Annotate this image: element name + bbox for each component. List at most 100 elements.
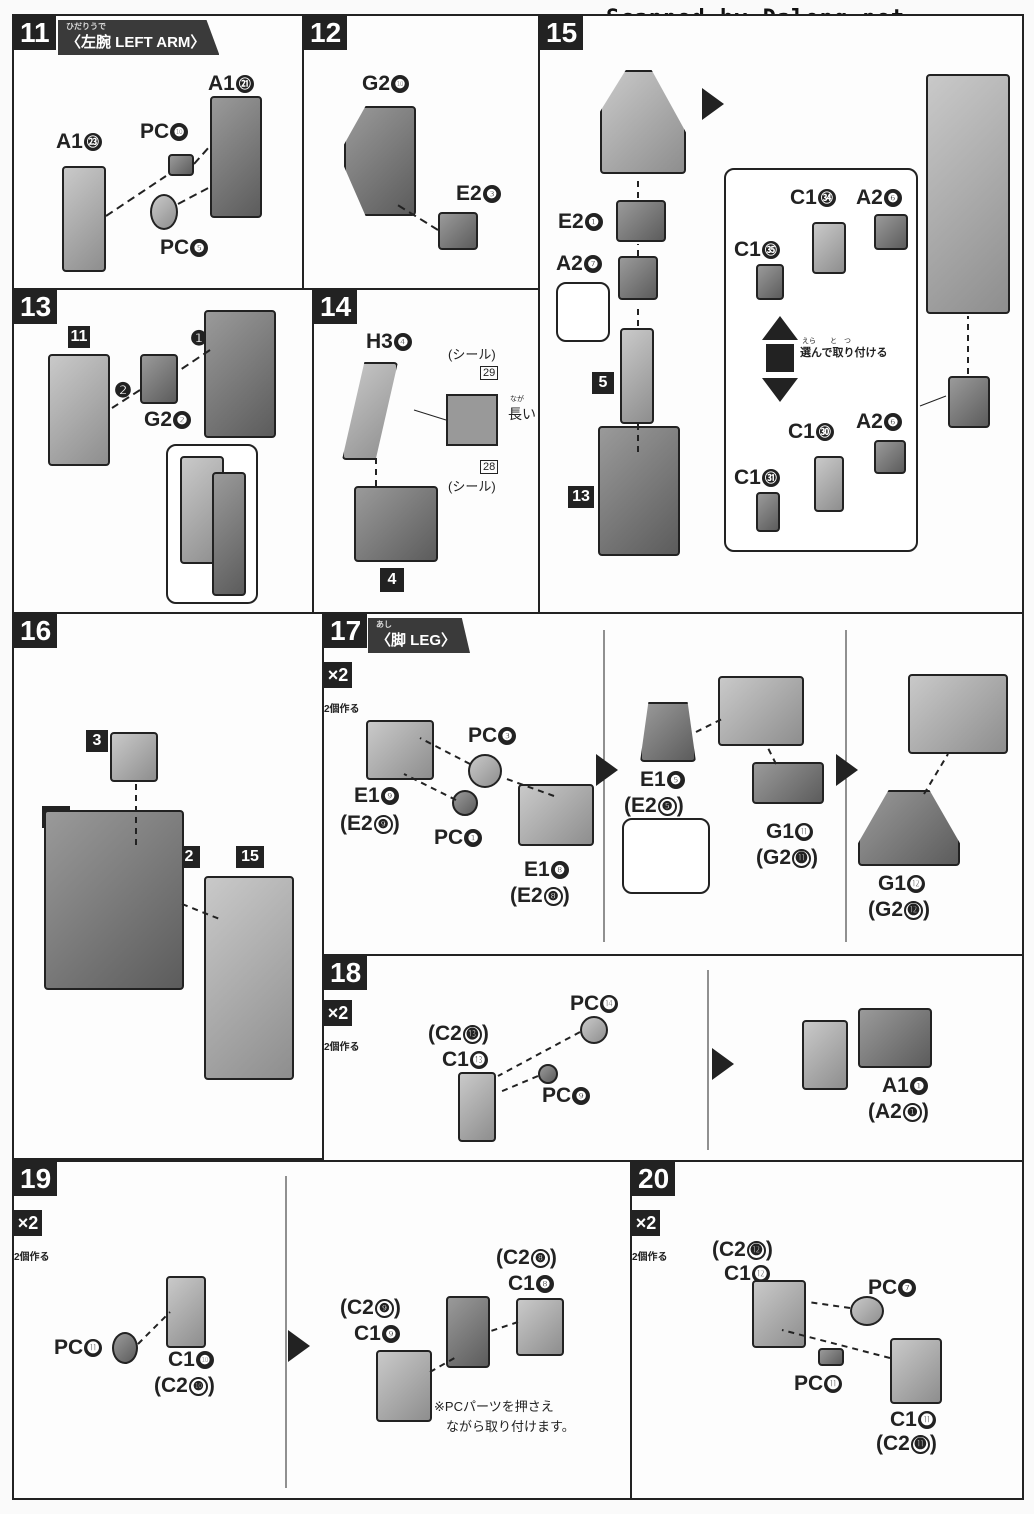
seal-label-bottom: (シール) (448, 479, 496, 494)
part-g2-2 (140, 354, 178, 404)
part-code: (G2 (868, 898, 904, 921)
part-code: G1 (878, 872, 907, 895)
shoulder-part (600, 70, 686, 174)
part-number: ❸ (482, 185, 501, 204)
part-number: ❽ (543, 886, 563, 906)
next-step-arrow (596, 754, 618, 786)
step-title-ruby: ひだりうで (66, 22, 106, 31)
paren-close: ) (562, 884, 570, 907)
paren-close: ) (811, 846, 819, 869)
ref-step-13: 13 (568, 486, 594, 508)
step-title-ruby: あし (376, 620, 392, 629)
part-code: C1 (354, 1322, 381, 1345)
part-code: E1 (524, 858, 550, 881)
polycap-note-line-2: ながら取り付けます。 (446, 1419, 575, 1434)
paren-close: ) (481, 1022, 489, 1045)
part-number: ❿ (188, 1376, 208, 1396)
part-number: ❻ (883, 413, 902, 432)
part-code: A2 (856, 186, 883, 209)
step-16-panel: 16 3 10 2 15 (12, 612, 324, 1160)
part-number: ⓬ (907, 875, 926, 894)
next-step-arrow-2 (836, 754, 858, 786)
arm-part-a1-21 (210, 96, 262, 218)
part-number: ❶ (909, 1077, 928, 1096)
part-code: C1 (168, 1348, 195, 1371)
paren-close: ) (929, 1432, 937, 1455)
part-e2-3 (438, 212, 478, 250)
part-number: ⓫ (917, 1411, 936, 1430)
part-code: PC (160, 236, 190, 259)
step-number: 13 (14, 290, 58, 324)
wrist-part-bottom (814, 456, 844, 512)
choice-icon (766, 344, 794, 372)
part-number: ❾ (381, 1325, 400, 1344)
part-c1-11 (890, 1338, 942, 1404)
make-two-note: 2個作る (632, 1252, 668, 1263)
part-code: A2 (556, 252, 583, 275)
part-code: (A2 (868, 1100, 902, 1123)
part-number: ❺ (190, 239, 209, 258)
polycap-pc-11 (112, 1332, 138, 1364)
part-code: C1 (734, 238, 761, 261)
part-c1-10 (166, 1276, 206, 1348)
polycap-note-line-1: ※PCパーツを押さえ (434, 1399, 554, 1414)
part-code: (C2 (340, 1296, 374, 1319)
part-code: PC (542, 1084, 572, 1107)
part-code: C1 (734, 466, 761, 489)
part-code: G1 (766, 820, 795, 843)
part-number: ⓫ (84, 1339, 103, 1358)
polycap-pc-5 (150, 194, 178, 230)
part-number: ❿ (391, 75, 410, 94)
part-code: PC (468, 724, 498, 747)
seal-label-top: (シール) (448, 347, 496, 362)
polycap-pc-10 (168, 154, 194, 176)
part-code: PC (140, 120, 170, 143)
make-two-note: 2個作る (324, 1042, 360, 1053)
choose-ruby: えら と つ (802, 338, 851, 345)
paren-close: ) (207, 1374, 215, 1397)
arm-assembly (48, 354, 110, 466)
part-a1-1 (858, 1008, 932, 1068)
part-a2-7 (618, 256, 658, 300)
polycap-pc-3 (468, 754, 502, 788)
ref-step-4: 4 (380, 568, 404, 592)
part-number: ❶ (902, 1102, 922, 1122)
part-number: ❽ (550, 861, 569, 880)
step-number: 16 (14, 614, 58, 648)
polycap-pc-11 (818, 1348, 844, 1366)
paren-close: ) (549, 1246, 557, 1269)
part-number: ❸ (498, 727, 517, 746)
paren-close: ) (921, 1100, 929, 1123)
part-code: C1 (890, 1408, 917, 1431)
step-title-text: 〈左腕 LEFT ARM〉 (66, 34, 206, 51)
arrow-marker-1: ❶ (190, 328, 208, 350)
part-code: E2 (456, 182, 482, 205)
part-code: C1 (788, 420, 815, 443)
part-number: ❷ (173, 411, 192, 430)
part-a2-7-detail (556, 282, 610, 342)
part-code: (C2 (876, 1432, 910, 1455)
foot-joint-assembly (446, 1296, 490, 1368)
completed-view-box (166, 444, 258, 604)
part-code: H3 (366, 330, 393, 353)
part-code: C1 (442, 1048, 469, 1071)
part-code: A1 (208, 72, 235, 95)
part-e1-5 (640, 702, 696, 762)
